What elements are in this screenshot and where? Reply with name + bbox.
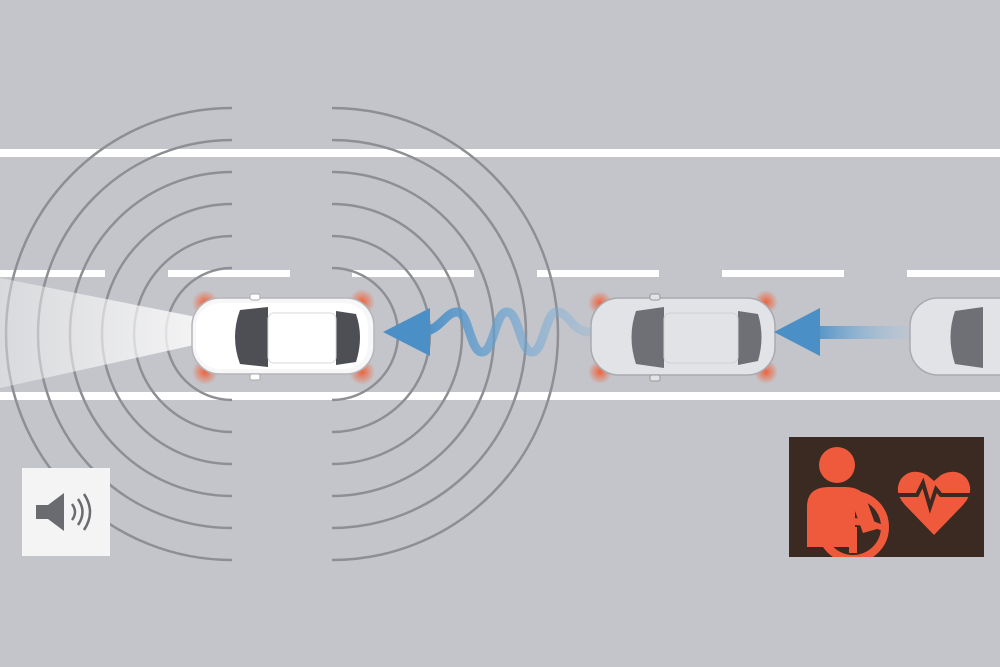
following-car	[590, 293, 776, 382]
bottom-edge-line	[0, 392, 1000, 400]
stopped-car	[191, 293, 375, 381]
top-edge-line	[0, 149, 1000, 157]
third-car	[909, 297, 1000, 376]
driver-monitor-panel	[789, 437, 984, 563]
light-beam	[0, 278, 262, 388]
heart-rate-icon	[897, 471, 973, 535]
audio-alert-panel	[22, 468, 110, 556]
approach-arrow	[774, 308, 912, 356]
dashed-lane-line	[0, 270, 1000, 277]
warning-arrow	[383, 307, 595, 357]
speaker-icon	[36, 493, 92, 531]
driver-monitor-icon	[807, 447, 889, 563]
